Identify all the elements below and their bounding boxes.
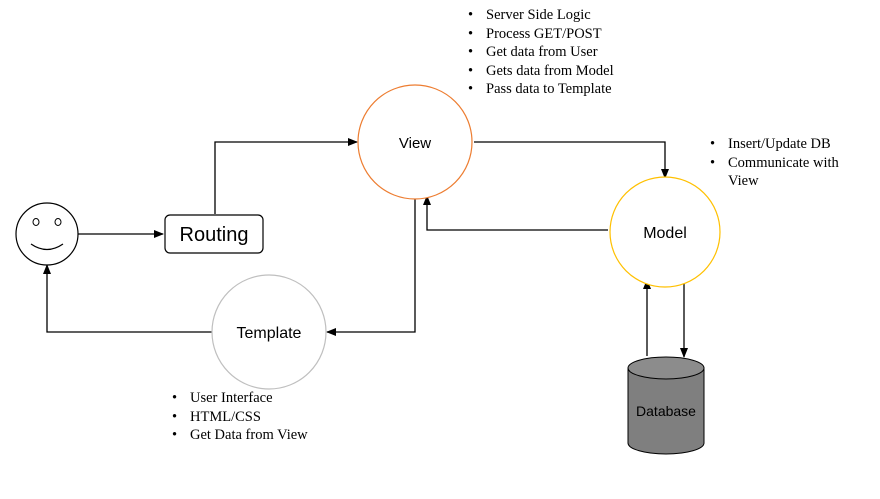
template-note-item: User Interface [172, 389, 308, 408]
view-note-item: Get data from User [468, 43, 614, 62]
view-notes-list: Server Side Logic Process GET/POST Get d… [468, 6, 614, 99]
template-notes-list: User Interface HTML/CSS Get Data from Vi… [172, 389, 308, 445]
arrow-template-to-user [43, 264, 212, 333]
template-note-item: Get Data from View [172, 426, 308, 445]
database-label: Database [636, 403, 696, 419]
arrow-view-to-template [326, 196, 416, 336]
smiley-face-icon [15, 202, 79, 266]
routing-label: Routing [180, 224, 249, 246]
view-note-item: Gets data from Model [468, 62, 614, 81]
template-node: Template [211, 274, 327, 390]
arrow-view-to-model [474, 141, 669, 179]
template-label: Template [237, 325, 302, 342]
model-note-item: Communicate with View [710, 154, 870, 191]
model-note-item: Insert/Update DB [710, 135, 870, 154]
view-note-item: Pass data to Template [468, 80, 614, 99]
view-node: View [357, 84, 473, 200]
template-note-item: HTML/CSS [172, 408, 308, 427]
database-node: Database [627, 356, 705, 455]
view-note-item: Server Side Logic [468, 6, 614, 25]
arrow-model-to-view [423, 195, 608, 231]
arrow-routing-to-view [214, 138, 358, 214]
model-label: Model [643, 225, 687, 242]
view-label: View [399, 135, 431, 152]
view-note-item: Process GET/POST [468, 25, 614, 44]
model-node: Model [609, 176, 721, 288]
model-notes-list: Insert/Update DB Communicate with View [710, 135, 870, 191]
routing-node: Routing [164, 214, 264, 254]
